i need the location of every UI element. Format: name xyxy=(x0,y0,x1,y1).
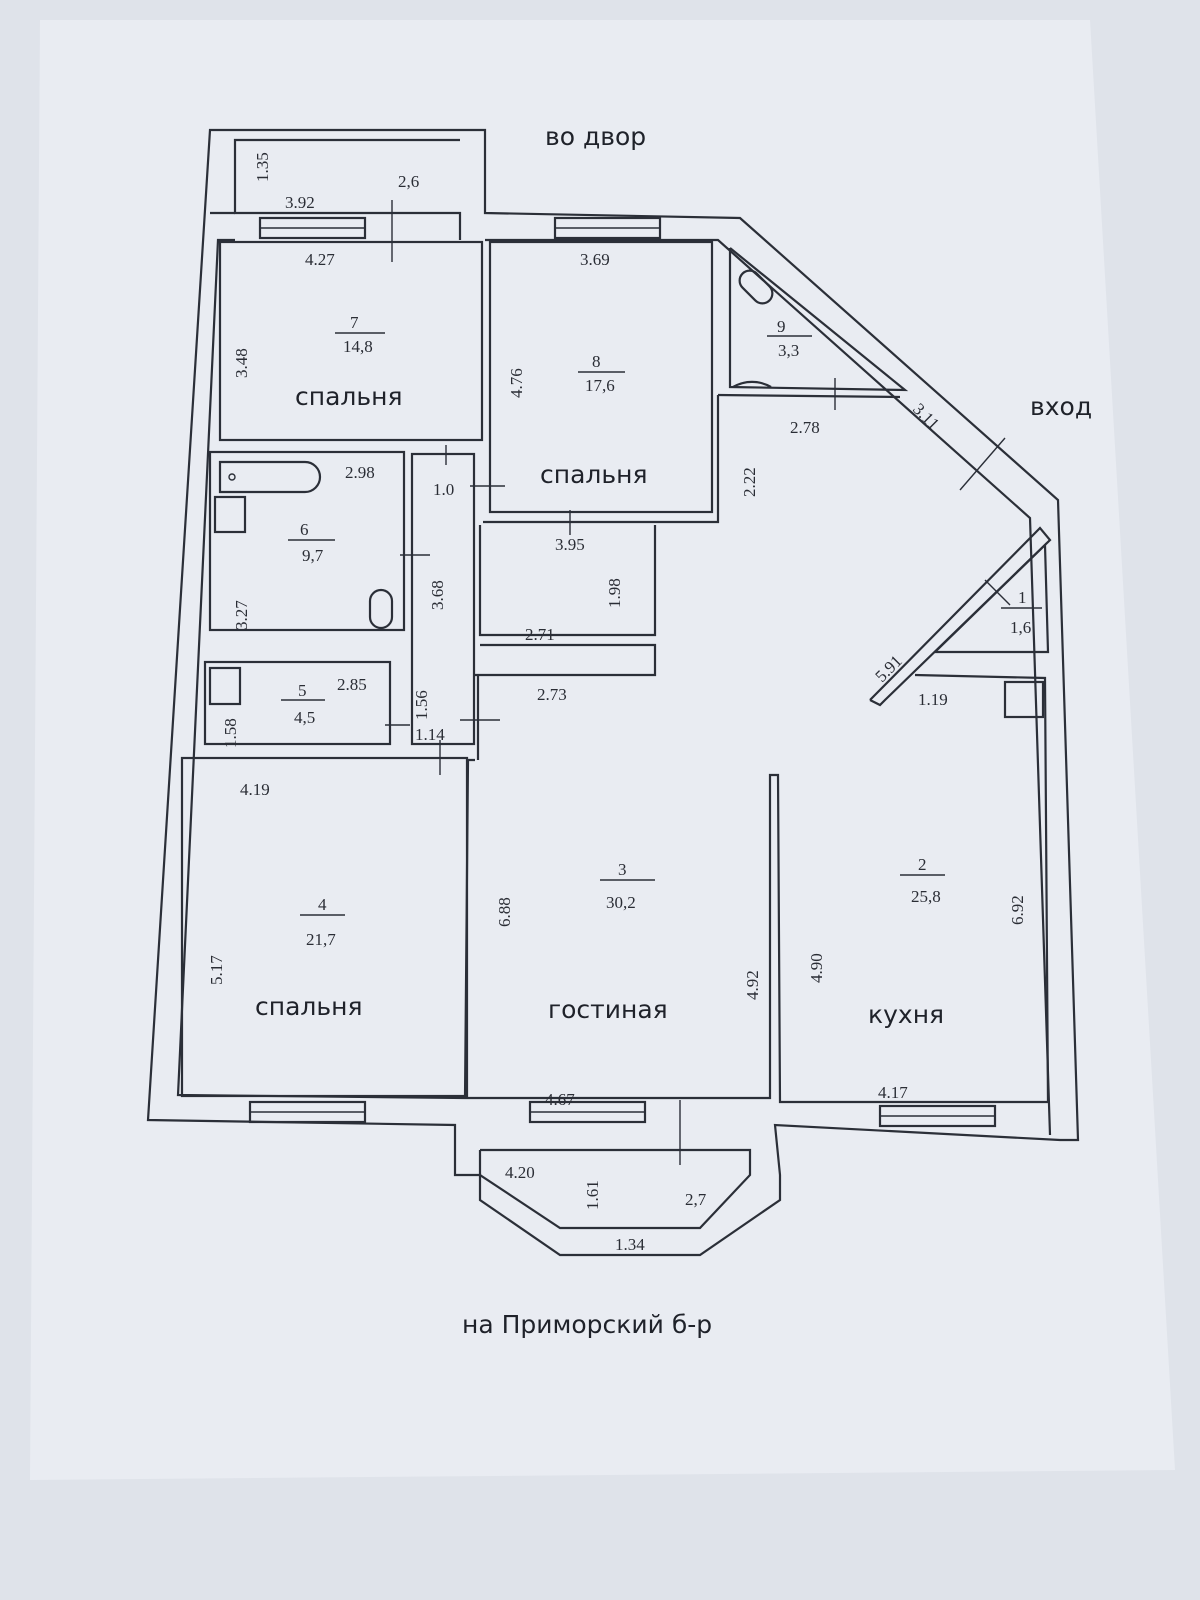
svg-text:1.98: 1.98 xyxy=(605,578,624,608)
svg-text:3,3: 3,3 xyxy=(778,341,799,360)
svg-text:1.58: 1.58 xyxy=(221,718,240,748)
svg-text:спальня: спальня xyxy=(255,992,363,1021)
entrance-door-mark xyxy=(959,437,1006,491)
svg-text:4.67: 4.67 xyxy=(545,1090,575,1109)
svg-text:7: 7 xyxy=(350,313,359,332)
interior-walls xyxy=(180,240,1052,1103)
svg-text:3.27: 3.27 xyxy=(232,600,251,630)
svg-text:25,8: 25,8 xyxy=(911,887,941,906)
room-6: 6 9,7 xyxy=(288,520,335,565)
room-8: 8 17,6 спальня xyxy=(540,352,648,489)
svg-text:3.95: 3.95 xyxy=(555,535,585,554)
svg-text:6: 6 xyxy=(300,520,309,539)
svg-text:4.17: 4.17 xyxy=(878,1083,908,1102)
svg-text:1.0: 1.0 xyxy=(433,480,454,499)
svg-text:спальня: спальня xyxy=(295,382,403,411)
svg-text:1.34: 1.34 xyxy=(615,1235,645,1254)
room-3: 3 30,2 гостиная xyxy=(548,860,668,1024)
svg-text:4.20: 4.20 xyxy=(505,1163,535,1182)
svg-text:2: 2 xyxy=(918,855,927,874)
room-2: 2 25,8 кухня xyxy=(868,855,945,1029)
svg-text:1.19: 1.19 xyxy=(918,690,948,709)
svg-text:2.22: 2.22 xyxy=(740,467,759,497)
label-street: на Приморский б-р xyxy=(462,1310,712,1339)
paper-sheet xyxy=(30,20,1175,1480)
toilet-icon xyxy=(368,588,394,630)
label-courtyard: во двор xyxy=(545,122,646,151)
svg-text:3.92: 3.92 xyxy=(285,193,315,212)
svg-text:9: 9 xyxy=(777,317,786,336)
svg-text:21,7: 21,7 xyxy=(306,930,336,949)
fixtures xyxy=(208,269,1045,719)
svg-text:кухня: кухня xyxy=(868,1000,944,1029)
bathtub-icon xyxy=(218,460,322,494)
svg-text:4.27: 4.27 xyxy=(305,250,335,269)
sink-icon xyxy=(213,495,247,534)
label-entrance: вход xyxy=(1030,392,1092,421)
svg-text:спальня: спальня xyxy=(540,460,648,489)
svg-text:гостиная: гостиная xyxy=(548,995,668,1024)
svg-text:1.35: 1.35 xyxy=(253,152,272,182)
sink-icon xyxy=(732,380,772,388)
balcony-top-area: 2,6 xyxy=(398,172,419,191)
svg-text:4.92: 4.92 xyxy=(743,970,762,1000)
svg-text:4.90: 4.90 xyxy=(807,953,826,983)
stove-icon xyxy=(1003,680,1045,719)
dimensions: 1.35 3.92 4.27 3.69 3.48 4.76 2.78 3.11 … xyxy=(207,152,1027,1254)
svg-text:1.14: 1.14 xyxy=(415,725,445,744)
svg-text:6.92: 6.92 xyxy=(1008,895,1027,925)
svg-text:4,5: 4,5 xyxy=(294,708,315,727)
svg-text:1,6: 1,6 xyxy=(1010,618,1031,637)
svg-text:1: 1 xyxy=(1018,588,1027,607)
svg-text:1.56: 1.56 xyxy=(412,690,431,720)
svg-text:17,6: 17,6 xyxy=(585,376,615,395)
room-1: 1 1,6 xyxy=(1001,588,1042,637)
svg-text:2.78: 2.78 xyxy=(790,418,820,437)
svg-text:3.68: 3.68 xyxy=(428,580,447,610)
svg-text:5.17: 5.17 xyxy=(207,955,226,985)
svg-text:9,7: 9,7 xyxy=(302,546,324,565)
room-7: 7 14,8 спальня xyxy=(295,313,403,411)
room-4: 4 21,7 спальня xyxy=(255,895,363,1021)
svg-text:4: 4 xyxy=(318,895,327,914)
svg-text:4.19: 4.19 xyxy=(240,780,270,799)
svg-text:3.48: 3.48 xyxy=(232,348,251,378)
svg-text:3.69: 3.69 xyxy=(580,250,610,269)
svg-text:6.88: 6.88 xyxy=(495,897,514,927)
room-9: 9 3,3 xyxy=(767,317,812,360)
svg-text:8: 8 xyxy=(592,352,601,371)
svg-text:30,2: 30,2 xyxy=(606,893,636,912)
toilet-icon xyxy=(738,269,774,305)
svg-text:2.98: 2.98 xyxy=(345,463,375,482)
windows xyxy=(248,216,997,1128)
door-marks xyxy=(385,200,1011,1165)
room-5: 5 4,5 xyxy=(281,681,325,727)
svg-text:2.71: 2.71 xyxy=(525,625,555,644)
balcony-bottom-area: 2,7 xyxy=(685,1190,707,1209)
svg-text:3: 3 xyxy=(618,860,627,879)
svg-text:2.73: 2.73 xyxy=(537,685,567,704)
svg-text:5: 5 xyxy=(298,681,307,700)
svg-text:4.76: 4.76 xyxy=(507,368,526,398)
svg-text:1.61: 1.61 xyxy=(583,1180,602,1210)
svg-text:14,8: 14,8 xyxy=(343,337,373,356)
sink-icon xyxy=(208,666,242,706)
svg-text:2.85: 2.85 xyxy=(337,675,367,694)
